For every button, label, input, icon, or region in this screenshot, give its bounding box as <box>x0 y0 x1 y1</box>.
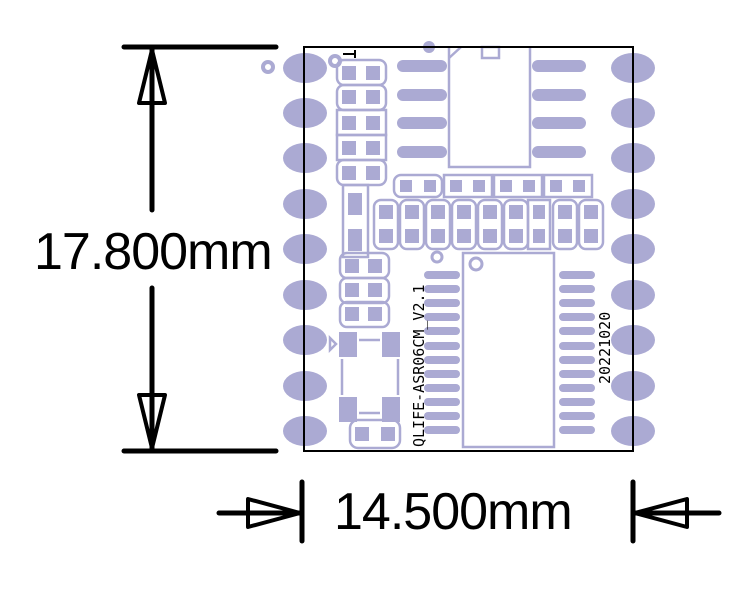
pin1-marker-icon <box>343 50 356 58</box>
arrow-up-icon <box>137 48 167 105</box>
passive-column-left <box>342 66 395 441</box>
ssop-pins-left <box>424 271 460 434</box>
ssop-pins-right <box>559 271 595 434</box>
pads-layer <box>261 41 655 446</box>
arrow-down-icon <box>137 393 167 450</box>
passive-row-middle <box>379 205 598 243</box>
crystal <box>339 332 400 422</box>
height-dimension <box>121 44 279 454</box>
width-dimension-label: 14.500mm <box>334 483 573 541</box>
arrow-right-icon <box>246 497 302 529</box>
date-code-silkscreen: 20221020 <box>596 311 614 384</box>
height-dimension-label: 17.800mm <box>34 223 273 281</box>
courtyard-layer <box>328 45 605 450</box>
arrow-left-icon <box>633 497 689 529</box>
board-name-silkscreen: QLIFE-ASR06CM_V2.1 <box>410 284 428 447</box>
width-dimension <box>216 479 722 544</box>
board-outline <box>303 46 634 452</box>
passive-row-top <box>400 180 585 192</box>
